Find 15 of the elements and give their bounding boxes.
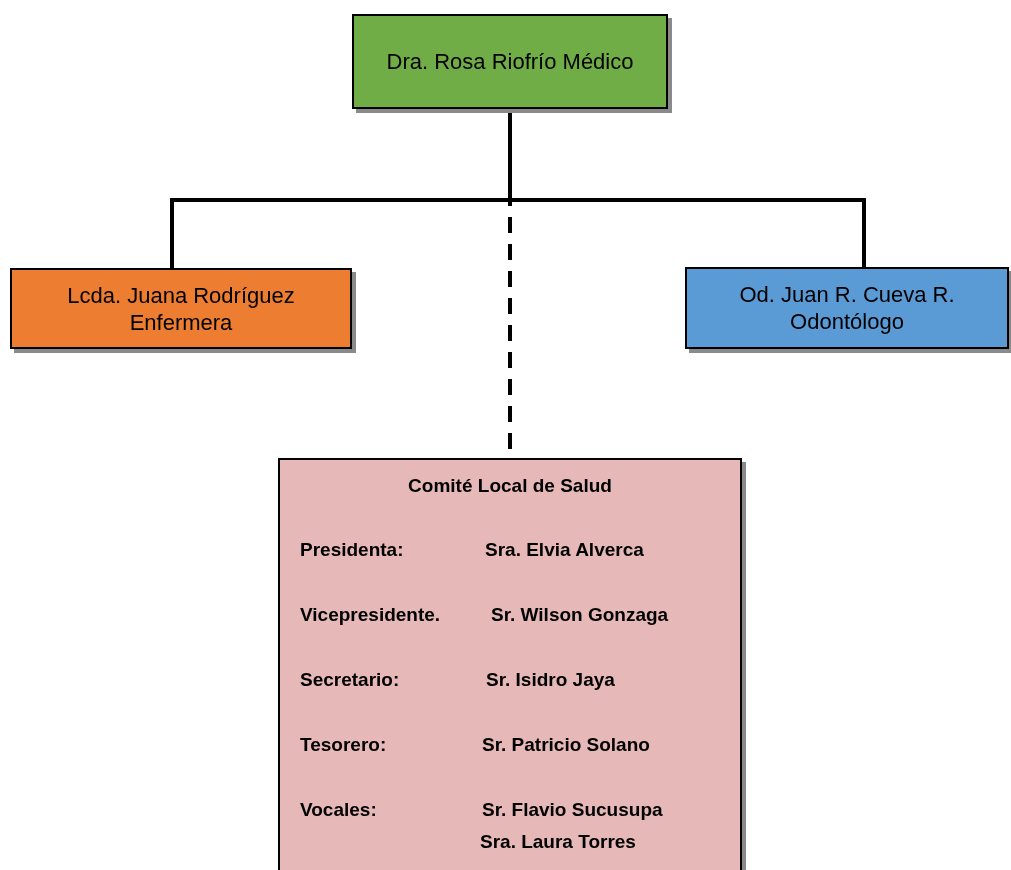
role-label: Vicepresidente. xyxy=(300,603,441,627)
member-name: Sr. Patricio Solano xyxy=(482,733,650,757)
role-label: Presidenta: xyxy=(300,538,404,562)
name-and-role: Lcda. Juana Rodríguez Enfermera xyxy=(66,281,296,336)
member-name: Sr. Wilson Gonzaga xyxy=(491,603,669,627)
member-name: Sr. Flavio Sucusupa xyxy=(482,798,663,822)
role-label: Vocales: xyxy=(300,798,377,822)
name-and-role: Dra. Rosa Riofrío Médico xyxy=(385,48,635,75)
role-label: Secretario: xyxy=(300,668,400,692)
member-name: Sra. Elvia Alverca xyxy=(485,538,644,562)
role-label: Tesorero: xyxy=(300,733,387,757)
name-and-role: Od. Juan R. Cueva R. Odontólogo xyxy=(738,281,956,335)
member-name: Sra. Laura Torres xyxy=(480,830,636,854)
member-name: Sr. Isidro Jaya xyxy=(486,668,615,692)
committee-title: Comité Local de Salud xyxy=(407,474,613,498)
